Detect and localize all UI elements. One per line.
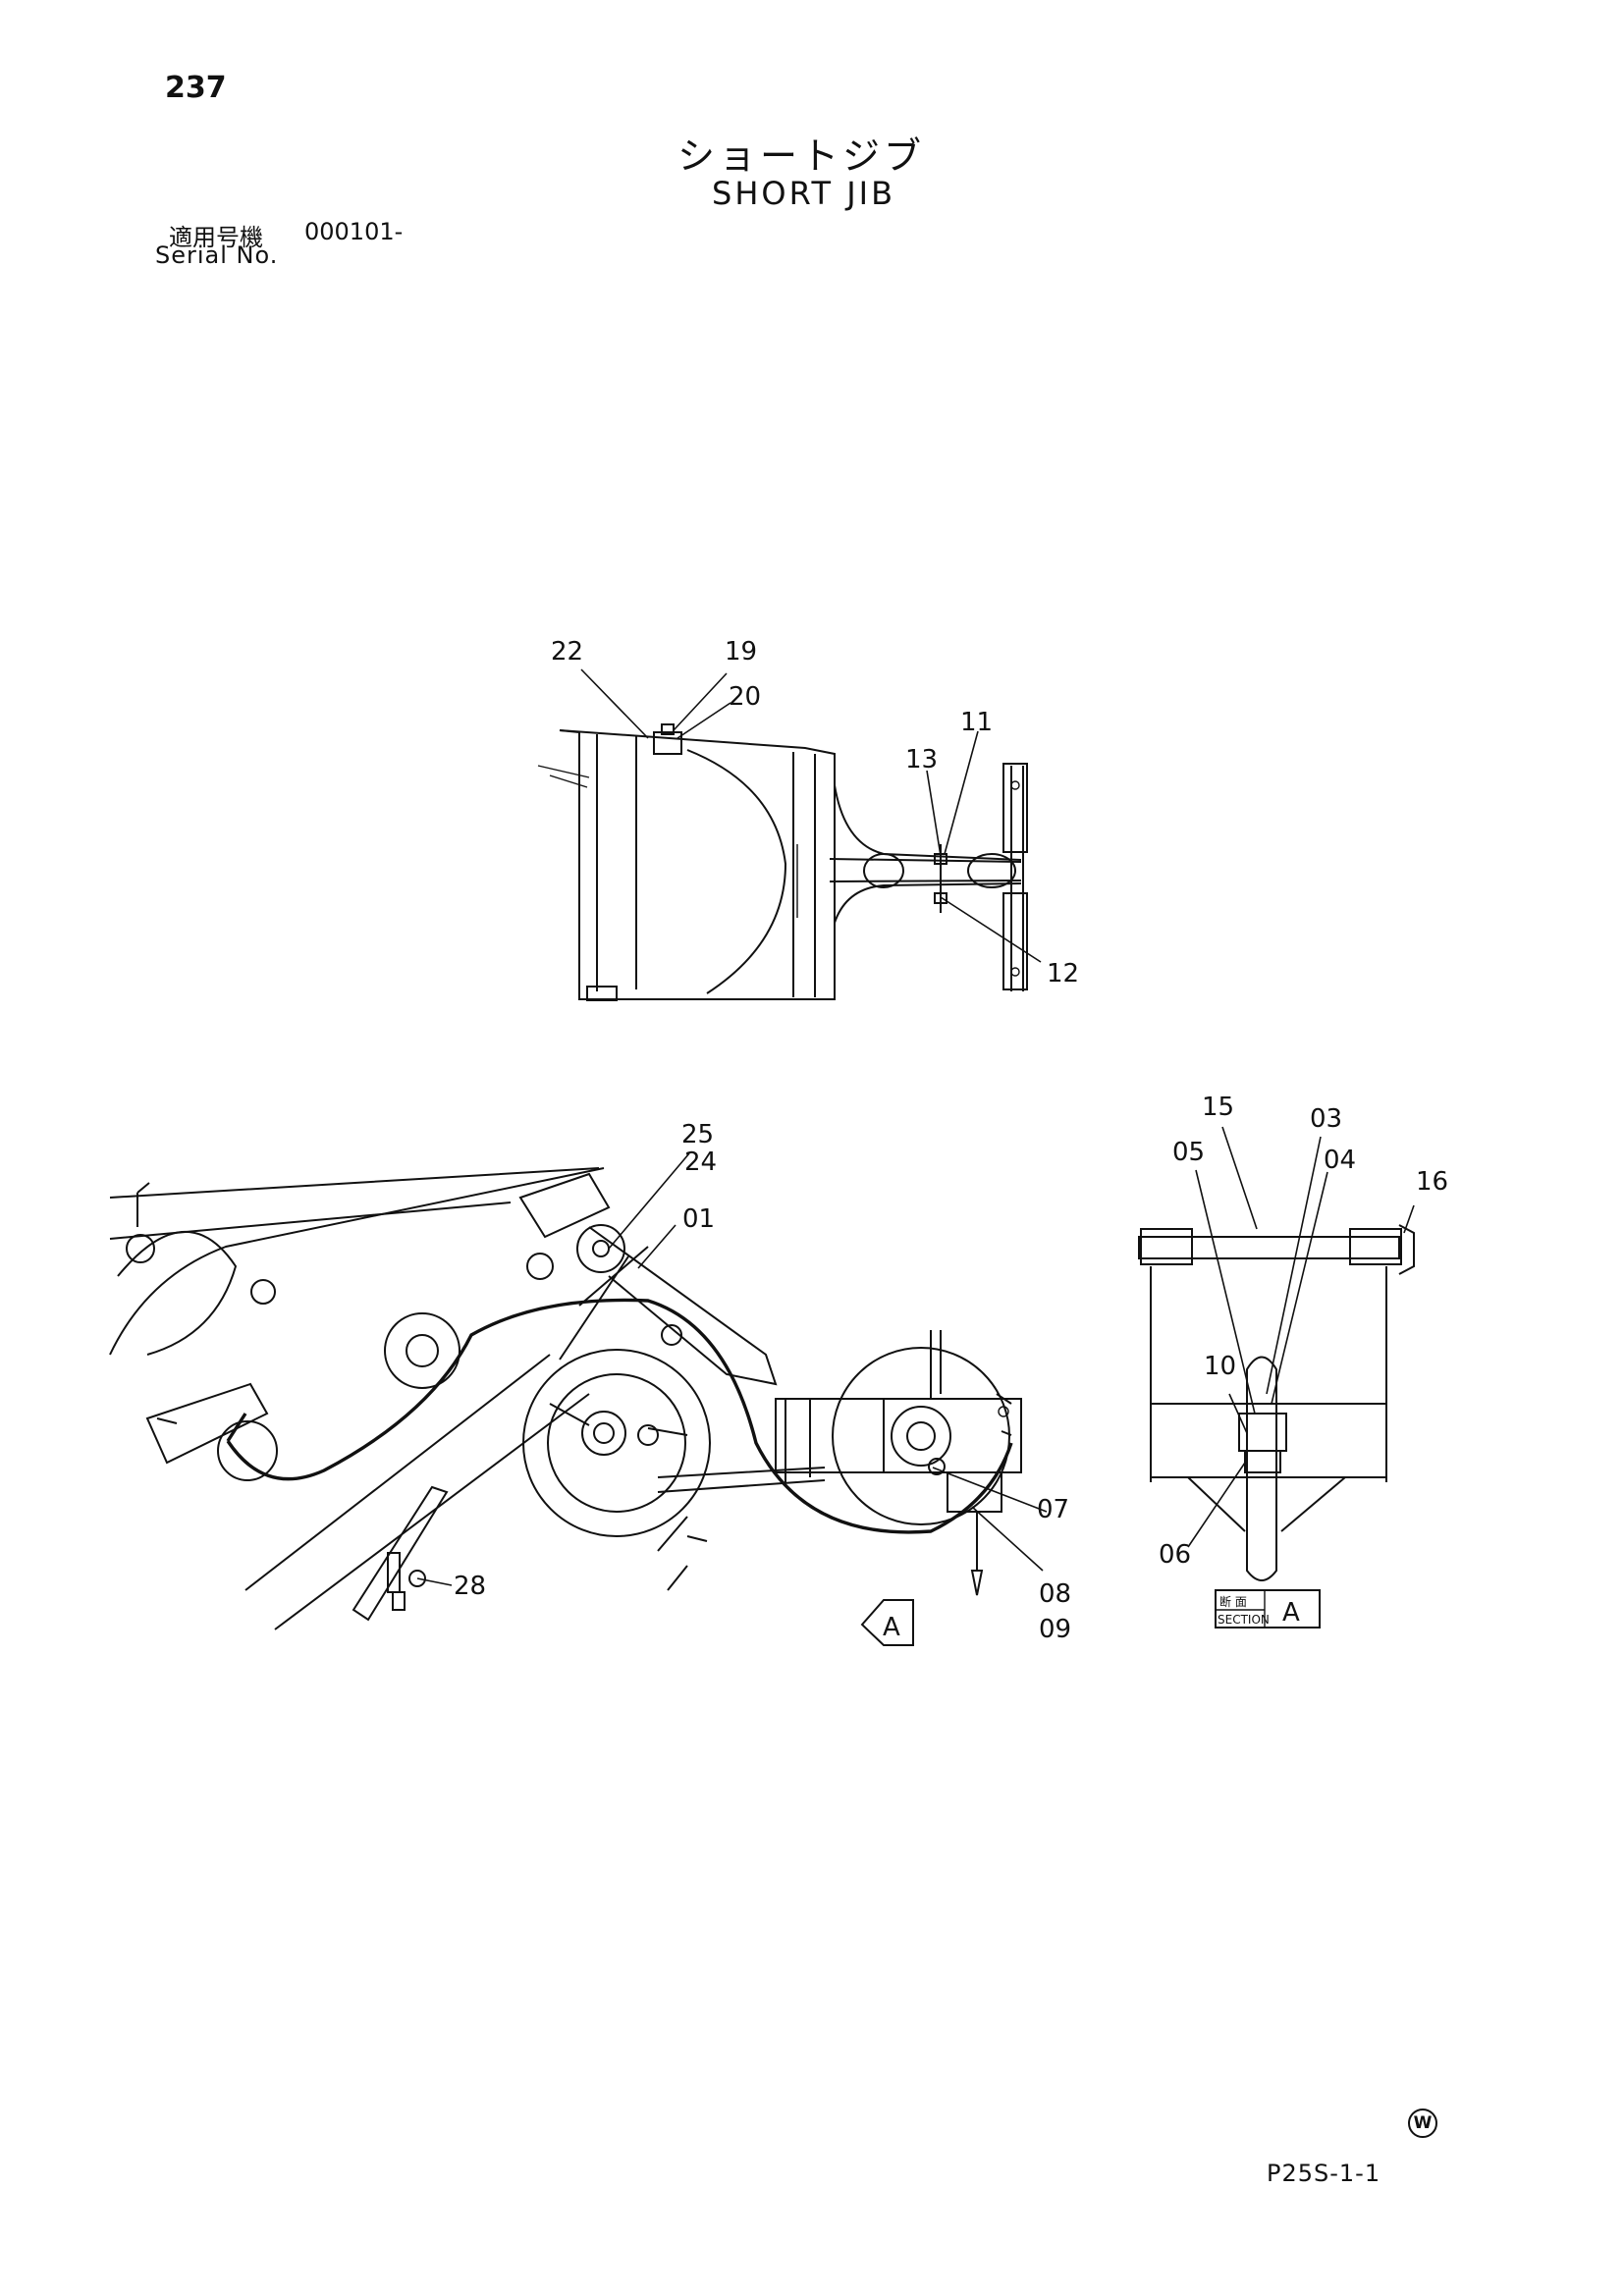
page-number: 237 bbox=[165, 71, 227, 105]
side-view: A 25 24 01 07 08 09 28 bbox=[109, 1120, 1071, 1646]
drawing-code: P25S-1-1 bbox=[1267, 2160, 1381, 2187]
callout-10: 10 bbox=[1204, 1352, 1236, 1381]
callout-07: 07 bbox=[1037, 1495, 1069, 1524]
callout-04: 04 bbox=[1324, 1146, 1356, 1175]
section-view: 15 03 05 04 16 10 06 断 面 SECTION A bbox=[1138, 1093, 1448, 1629]
serial-label-japanese: 適用号機 bbox=[169, 224, 263, 251]
callout-13: 13 bbox=[905, 745, 938, 774]
callout-06: 06 bbox=[1159, 1540, 1191, 1570]
callout-05: 05 bbox=[1172, 1138, 1205, 1167]
callout-03: 03 bbox=[1310, 1104, 1342, 1134]
callout-22: 22 bbox=[551, 637, 583, 667]
callout-15: 15 bbox=[1202, 1093, 1234, 1122]
callout-09: 09 bbox=[1039, 1615, 1071, 1644]
callout-20: 20 bbox=[729, 682, 761, 712]
callout-08: 08 bbox=[1039, 1579, 1071, 1609]
callout-24: 24 bbox=[684, 1148, 717, 1177]
section-letter: A bbox=[1282, 1598, 1300, 1628]
callout-12: 12 bbox=[1047, 959, 1079, 988]
title-english: SHORT JIB bbox=[712, 175, 896, 212]
section-label-en: SECTION bbox=[1218, 1613, 1270, 1627]
section-label-box bbox=[1215, 1589, 1321, 1629]
w-mark-icon: W bbox=[1408, 2109, 1437, 2138]
callout-11: 11 bbox=[960, 708, 993, 737]
serial-number-value: 000101- bbox=[304, 218, 404, 245]
callout-16: 16 bbox=[1416, 1167, 1448, 1197]
callout-28: 28 bbox=[454, 1572, 486, 1601]
top-view: 22 19 20 11 13 12 bbox=[537, 637, 1079, 1001]
callout-01: 01 bbox=[682, 1204, 715, 1234]
section-label-jp: 断 面 bbox=[1219, 1594, 1247, 1609]
title-japanese: ショートジブ bbox=[677, 134, 926, 178]
callout-19: 19 bbox=[725, 637, 757, 667]
view-arrow-label: A bbox=[883, 1613, 900, 1642]
callout-25: 25 bbox=[681, 1120, 714, 1149]
serial-label-english: Serial No. bbox=[155, 241, 279, 269]
